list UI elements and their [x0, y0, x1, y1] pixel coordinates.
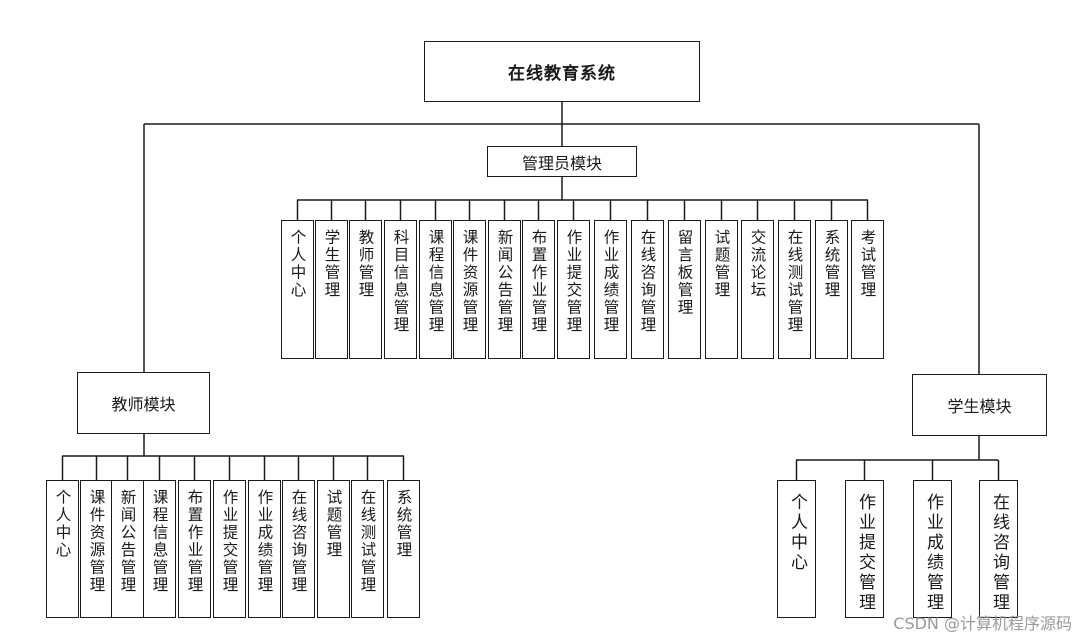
admin-item-7: 新闻公告管理	[488, 220, 521, 359]
admin-item-4: 科目信息管理	[384, 220, 417, 359]
teacher-item-1: 个人中心	[46, 480, 79, 618]
student-item-label: 作业成绩管理	[923, 493, 943, 613]
admin-item-label: 留言板管理	[675, 229, 694, 317]
teacher-item-label: 作业提交管理	[220, 489, 239, 594]
admin-item-15: 在线测试管理	[778, 220, 811, 359]
admin-item-label: 作业成绩管理	[601, 229, 620, 334]
teacher-item-11: 系统管理	[387, 480, 420, 618]
teacher-item-7: 作业成绩管理	[248, 480, 281, 618]
admin-item-11: 在线咨询管理	[631, 220, 664, 359]
teacher-item-label: 在线咨询管理	[289, 489, 308, 594]
admin-item-label: 在线咨询管理	[638, 229, 657, 334]
teacher-item-label: 课程信息管理	[150, 489, 169, 594]
admin-item-1: 个人中心	[281, 220, 314, 359]
teacher-item-label: 布置作业管理	[185, 489, 204, 594]
teacher-item-label: 作业成绩管理	[255, 489, 274, 594]
teacher-item-label: 个人中心	[53, 489, 72, 559]
admin-item-label: 考试管理	[858, 229, 877, 299]
root-label: 在线教育系统	[508, 64, 616, 84]
teacher-item-label: 试题管理	[324, 489, 343, 559]
student-module-label: 学生模块	[947, 397, 1012, 416]
admin-item-12: 留言板管理	[668, 220, 701, 359]
admin-item-label: 学生管理	[322, 229, 341, 299]
admin-item-9: 作业提交管理	[557, 220, 590, 359]
teacher-item-label: 在线测试管理	[358, 489, 377, 594]
student-item-3: 作业成绩管理	[913, 480, 952, 618]
admin-item-label: 课件资源管理	[460, 229, 479, 334]
admin-item-label: 布置作业管理	[529, 229, 548, 334]
admin-item-13: 试题管理	[705, 220, 738, 359]
admin-item-17: 考试管理	[851, 220, 884, 359]
teacher-item-label: 课件资源管理	[87, 489, 106, 594]
admin-item-8: 布置作业管理	[522, 220, 555, 359]
teacher-item-6: 作业提交管理	[213, 480, 246, 618]
teacher-item-9: 试题管理	[317, 480, 350, 618]
teacher-module-node: 教师模块	[77, 372, 210, 434]
admin-item-16: 系统管理	[815, 220, 848, 359]
admin-item-label: 在线测试管理	[785, 229, 804, 334]
student-item-label: 个人中心	[787, 493, 807, 573]
student-item-1: 个人中心	[777, 480, 816, 618]
teacher-item-5: 布置作业管理	[178, 480, 211, 618]
admin-module-label: 管理员模块	[521, 153, 602, 173]
admin-item-label: 作业提交管理	[564, 229, 583, 334]
admin-item-label: 试题管理	[712, 229, 731, 299]
student-item-4: 在线咨询管理	[979, 480, 1018, 618]
teacher-item-3: 新闻公告管理	[111, 480, 144, 618]
admin-item-label: 教师管理	[356, 229, 375, 299]
teacher-item-8: 在线咨询管理	[282, 480, 315, 618]
admin-item-label: 课程信息管理	[426, 229, 445, 334]
student-module-node: 学生模块	[912, 374, 1047, 436]
student-item-2: 作业提交管理	[845, 480, 884, 618]
admin-item-label: 交流论坛	[748, 229, 767, 299]
teacher-item-label: 系统管理	[394, 489, 413, 559]
admin-item-6: 课件资源管理	[453, 220, 486, 359]
admin-item-10: 作业成绩管理	[594, 220, 627, 359]
admin-module-node: 管理员模块	[487, 146, 637, 177]
admin-item-label: 科目信息管理	[391, 229, 410, 334]
admin-item-3: 教师管理	[349, 220, 382, 359]
student-item-label: 在线咨询管理	[989, 493, 1009, 613]
teacher-item-4: 课程信息管理	[143, 480, 176, 618]
teacher-item-2: 课件资源管理	[80, 480, 113, 618]
admin-item-label: 新闻公告管理	[495, 229, 514, 334]
teacher-module-label: 教师模块	[111, 395, 176, 414]
admin-item-label: 个人中心	[288, 229, 307, 299]
teacher-item-10: 在线测试管理	[351, 480, 384, 618]
admin-item-14: 交流论坛	[741, 220, 774, 359]
watermark: CSDN @计算机程序源码	[893, 614, 1072, 633]
root-node: 在线教育系统	[424, 41, 700, 102]
admin-item-2: 学生管理	[315, 220, 348, 359]
admin-item-5: 课程信息管理	[419, 220, 452, 359]
student-item-label: 作业提交管理	[855, 493, 875, 613]
teacher-item-label: 新闻公告管理	[118, 489, 137, 594]
admin-item-label: 系统管理	[822, 229, 841, 299]
